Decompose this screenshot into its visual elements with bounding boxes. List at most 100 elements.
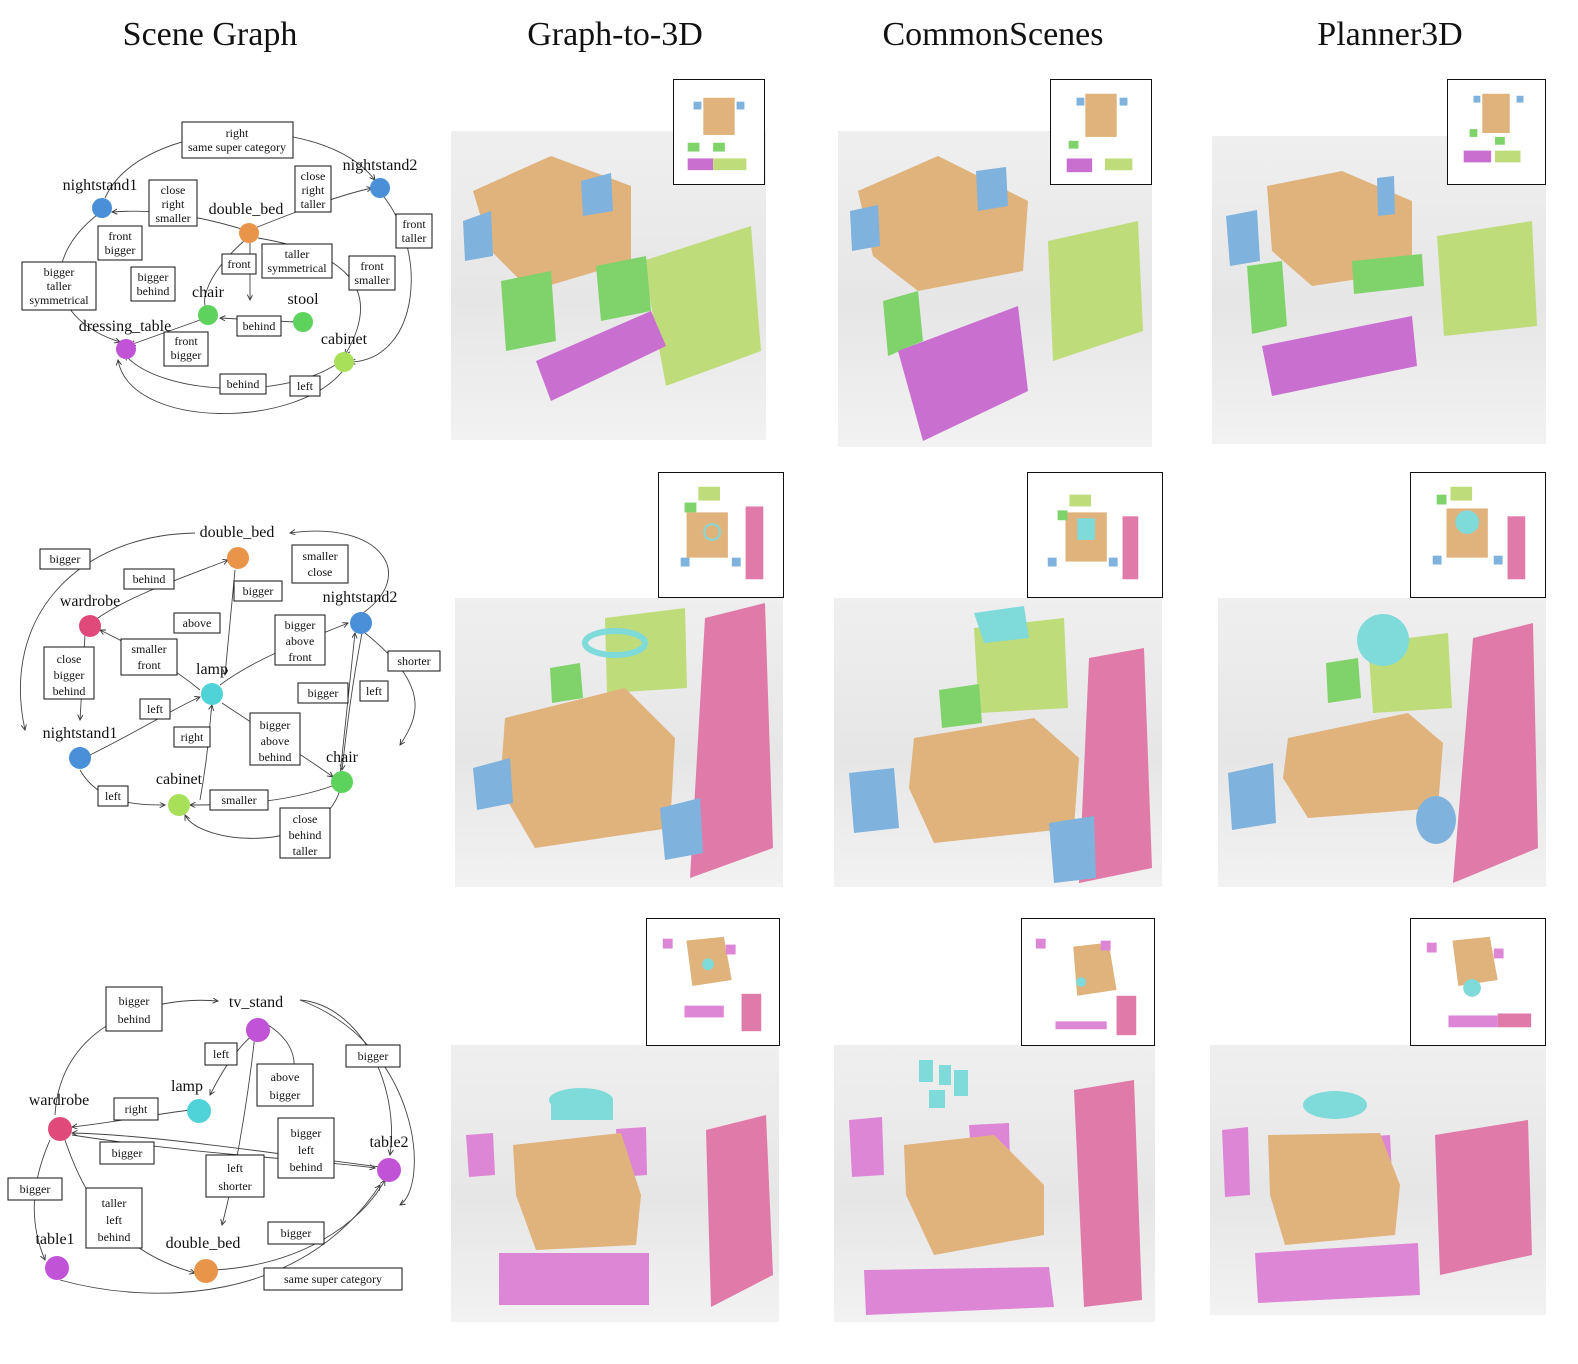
node-label: nightstand1: [43, 725, 118, 742]
edge-label: left: [298, 1143, 315, 1157]
edge-label: behind: [98, 1230, 131, 1244]
node-label: nightstand2: [323, 589, 398, 606]
node-table2: [377, 1158, 401, 1182]
edge-label: behind: [259, 750, 292, 764]
edge-label: bigger: [285, 618, 316, 632]
node-double-bed: [227, 547, 249, 569]
node-lamp: [201, 683, 223, 705]
node-dressing-table: [116, 339, 136, 359]
edge-label: bigger: [44, 265, 75, 279]
node-tv-stand: [246, 1018, 270, 1042]
edge-label: bigger: [270, 1088, 301, 1102]
edge-label: left: [105, 789, 122, 803]
inset-topdown-planner3d-row1: [1447, 79, 1546, 185]
render-commonscenes-row2: [834, 598, 1162, 887]
edge-label: smaller: [155, 211, 190, 225]
edge-label: smaller: [302, 549, 337, 563]
render-graph-to-3d-row3: [451, 1045, 779, 1322]
edge-label: bigger: [260, 718, 291, 732]
node-label: table2: [369, 1134, 408, 1151]
edge-label: front: [402, 217, 426, 231]
render-planner3d-row2: [1218, 598, 1546, 887]
edge-label: shorter: [397, 654, 430, 668]
node-cabinet: [168, 794, 190, 816]
node-cabinet: [334, 352, 354, 372]
edge-label: behind: [53, 684, 86, 698]
edge-label: left: [106, 1213, 123, 1227]
edge-label: same super category: [284, 1272, 382, 1286]
node-table1: [45, 1256, 69, 1280]
scene-graph-1: right same super category close right sm…: [21, 121, 433, 414]
edge-label: taller: [285, 247, 310, 261]
scene-graph-3: bigger behind left above bigger bigger r…: [7, 986, 415, 1294]
node-label: nightstand2: [343, 157, 418, 174]
render-planner3d-row3: [1210, 1045, 1546, 1315]
edge-label: bigger: [50, 552, 81, 566]
edge-label: taller: [47, 279, 72, 293]
edge-label: left: [227, 1161, 244, 1175]
edge-label: behind: [118, 1012, 151, 1026]
node-label: cabinet: [156, 771, 203, 788]
edge-label: bigger: [105, 243, 136, 257]
edge-label: front: [227, 257, 251, 271]
edge-label: above: [286, 634, 315, 648]
edge-label: front: [108, 229, 132, 243]
inset-topdown-commonscenes-row2: [1027, 472, 1163, 598]
edge-label: front: [137, 658, 161, 672]
inset-topdown-planner3d-row2: [1410, 472, 1546, 598]
node-label: double_bed: [209, 201, 284, 218]
edge-label: bigger: [20, 1182, 51, 1196]
inset-topdown-graph-to-3d-row3: [646, 918, 780, 1046]
header-scene-graph: Scene Graph: [122, 16, 298, 53]
edge-label: close: [57, 652, 82, 666]
node-label: nightstand1: [63, 177, 138, 194]
header-commonscenes: CommonScenes: [882, 16, 1104, 53]
node-label: wardrobe: [60, 593, 120, 610]
node-nightstand1: [92, 198, 112, 218]
edge-label: right: [226, 126, 249, 140]
edge-label: symmetrical: [29, 293, 89, 307]
edge-label: behind: [290, 1160, 323, 1174]
edge-label: above: [183, 616, 212, 630]
node-double-bed: [239, 223, 259, 243]
edge-label: shorter: [218, 1179, 251, 1193]
render-graph-to-3d-row1: [451, 131, 766, 440]
edge-label: bigger: [138, 270, 169, 284]
inset-topdown-planner3d-row3: [1410, 918, 1546, 1046]
edge-label: left: [366, 684, 383, 698]
edge-label: left: [213, 1047, 230, 1061]
edge-label: bigger: [291, 1126, 322, 1140]
render-graph-to-3d-row2: [455, 598, 783, 887]
edge-label: same super category: [188, 140, 286, 154]
node-lamp: [187, 1099, 211, 1123]
render-planner3d-row1: [1212, 136, 1546, 444]
node-label: cabinet: [321, 331, 368, 348]
edge-label: close: [308, 565, 333, 579]
edge-label: smaller: [354, 273, 389, 287]
node-label: double_bed: [200, 524, 275, 541]
inset-topdown-graph-to-3d-row1: [673, 79, 765, 185]
node-label: dressing_table: [79, 318, 171, 335]
render-commonscenes-row3: [834, 1045, 1155, 1322]
node-wardrobe: [48, 1117, 72, 1141]
inset-topdown-commonscenes-row1: [1050, 79, 1152, 185]
edge-label: behind: [227, 377, 260, 391]
edge-label: behind: [137, 284, 170, 298]
edge-label: close: [161, 183, 186, 197]
header-planner3d: Planner3D: [1317, 16, 1463, 53]
node-label: chair: [326, 749, 359, 766]
edge-label: bigger: [119, 994, 150, 1008]
node-label: tv_stand: [229, 994, 283, 1011]
scene-graph-2: bigger behind smaller close bigger above…: [20, 524, 441, 859]
node-nightstand2: [370, 178, 390, 198]
edge-label: above: [261, 734, 290, 748]
edge-label: symmetrical: [267, 261, 327, 275]
header-graph-to-3d: Graph-to-3D: [527, 16, 703, 53]
edge-label: bigger: [112, 1146, 143, 1160]
edge-label: right: [302, 183, 325, 197]
edge-label: bigger: [308, 686, 339, 700]
edge-label: smaller: [221, 793, 256, 807]
edge-label: bigger: [358, 1049, 389, 1063]
node-nightstand1: [69, 747, 91, 769]
node-label: table1: [35, 1231, 74, 1248]
